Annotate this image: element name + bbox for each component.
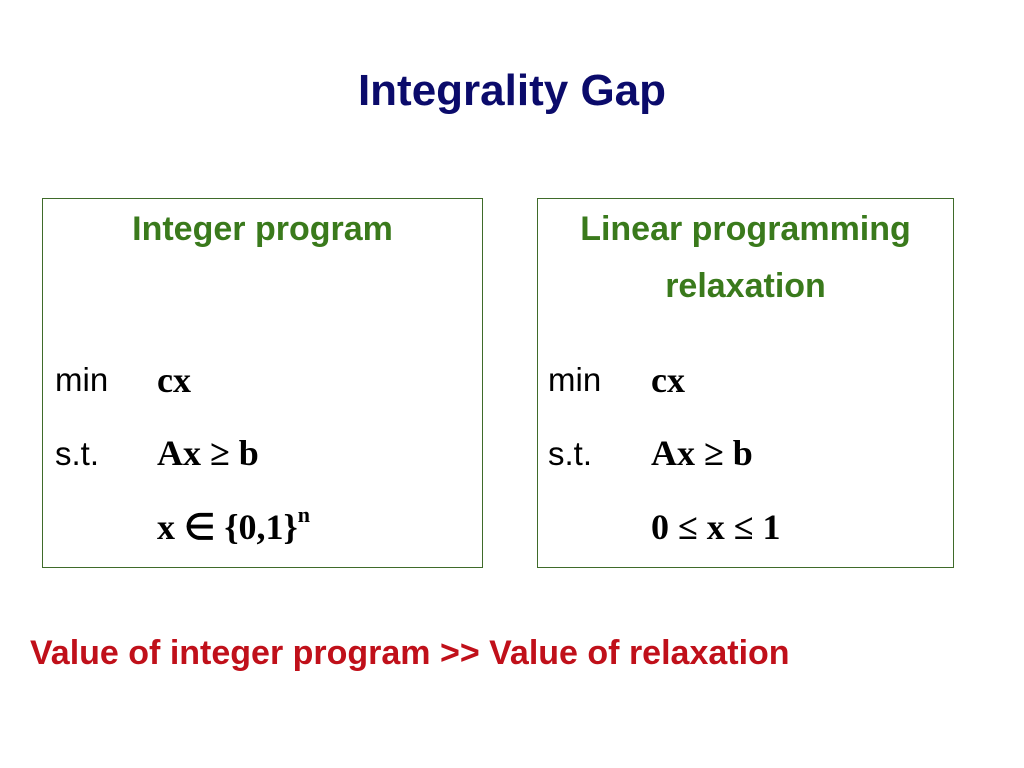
objective-expression: cx (157, 360, 191, 400)
integer-program-heading: Integer program (132, 210, 393, 248)
integer-program-box: Integer program min cx s.t. Ax ≥ b x ∈ {… (42, 198, 483, 568)
lp-relaxation-heading: Linear programming relaxation (538, 201, 953, 315)
min-label: min (548, 361, 602, 398)
lp-heading-line1: Linear programming (580, 210, 911, 248)
constraint-expression: Ax ≥ b (157, 433, 259, 473)
min-label: min (55, 361, 109, 398)
constraint-expression: Ax ≥ b (651, 433, 753, 473)
integrality-constraint: x ∈ {0,1}n (157, 502, 310, 548)
integrality-exponent: n (297, 502, 310, 527)
lp-heading-line2: relaxation (665, 267, 826, 305)
subject-to-label: s.t. (55, 435, 100, 472)
slide-title: Integrality Gap (357, 66, 667, 115)
objective-expression: cx (651, 360, 685, 400)
bound-constraint: 0 ≤ x ≤ 1 (651, 507, 781, 547)
conclusion-statement: Value of integer program >> Value of rel… (30, 634, 790, 672)
subject-to-label: s.t. (548, 435, 593, 472)
lp-relaxation-box: Linear programming relaxation min cx s.t… (537, 198, 954, 568)
integrality-expression: x ∈ {0,1} (157, 507, 298, 547)
